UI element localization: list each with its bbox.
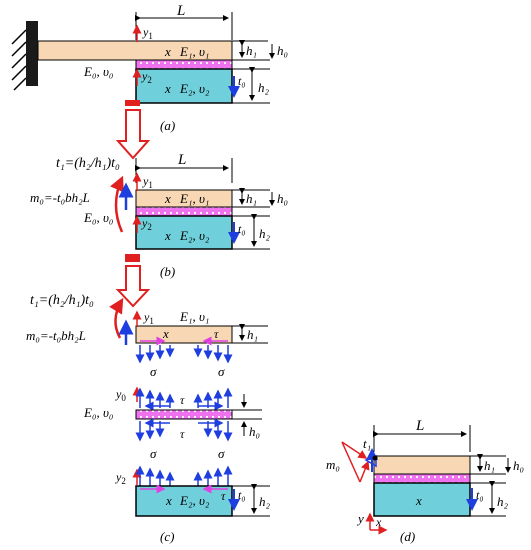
svg-text:x: x bbox=[164, 191, 171, 206]
svg-text:h₁: h₁ bbox=[246, 191, 257, 206]
svg-text:E₀, υ₀: E₀, υ₀ bbox=[83, 210, 113, 225]
svg-text:y1: y1 bbox=[142, 174, 153, 190]
transition-arrow-ab bbox=[115, 100, 151, 160]
svg-text:h₀: h₀ bbox=[249, 424, 260, 439]
h1-label-a: h₁ bbox=[246, 43, 257, 58]
upper-layer-a bbox=[37, 40, 233, 61]
svg-text:E₀, υ₀: E₀, υ₀ bbox=[83, 405, 113, 420]
svg-text:h₀: h₀ bbox=[277, 191, 288, 206]
L-label-b: L bbox=[177, 152, 186, 168]
adhesive-layer-b bbox=[135, 206, 233, 217]
t1-equation-b: t₁=(h₂/h₁)t₀ bbox=[56, 156, 120, 171]
panel-c-label: (c) bbox=[160, 529, 174, 544]
lower-material-a: E₂, υ₂ bbox=[179, 81, 210, 96]
t0-label-a: t₀ bbox=[238, 74, 246, 88]
panel-d-label: (d) bbox=[400, 529, 415, 544]
wall-hatch bbox=[11, 29, 27, 91]
lower-layer-d bbox=[373, 482, 471, 517]
svg-text:t₀: t₀ bbox=[238, 488, 246, 502]
svg-text:σ: σ bbox=[150, 364, 157, 379]
svg-text:τ: τ bbox=[180, 393, 185, 407]
svg-text:x: x bbox=[162, 326, 169, 341]
svg-text:h₂: h₂ bbox=[259, 494, 271, 509]
lower-layer-a bbox=[135, 68, 233, 104]
svg-text:t₀: t₀ bbox=[238, 222, 246, 236]
svg-text:y2: y2 bbox=[141, 216, 152, 232]
upper-material-a: E₁, υ₁ bbox=[179, 44, 209, 59]
adhesive-layer-a bbox=[135, 59, 233, 70]
sigma-arrows-lower bbox=[135, 465, 233, 486]
t1-equation-c: t₁=(h₂/h₁)t₀ bbox=[30, 293, 94, 308]
svg-text:h₀: h₀ bbox=[513, 458, 524, 473]
panel-b-label: (b) bbox=[160, 264, 175, 279]
wall-support bbox=[26, 21, 38, 86]
t1-label-d: t₁ bbox=[363, 436, 371, 451]
panel-c: t₁=(h₂/h₁)t₀ m₀=-t₀bh₂L y1 E₁, υ₁ x τ h₁… bbox=[26, 293, 271, 544]
x-label-a2: x bbox=[164, 81, 171, 96]
svg-text:y: y bbox=[356, 511, 364, 526]
sigma-arrows-upper bbox=[135, 345, 233, 364]
panel-a: L y1 x E₁, υ₁ h₁ h₀ h₂ E₀, υ₀ y2 x E₂, υ… bbox=[11, 3, 288, 133]
svg-text:x: x bbox=[165, 493, 172, 508]
L-label-d: L bbox=[415, 418, 424, 434]
sigma-arrows-adhesive-bottom bbox=[135, 421, 233, 442]
svg-text:σ: σ bbox=[218, 364, 225, 379]
adhesive-layer-c bbox=[135, 409, 233, 420]
svg-text:y2: y2 bbox=[115, 470, 126, 486]
svg-text:t₀: t₀ bbox=[476, 488, 484, 502]
svg-text:h₂: h₂ bbox=[259, 226, 271, 241]
svg-text:τ: τ bbox=[180, 427, 185, 441]
x-label-a1: x bbox=[164, 44, 171, 59]
svg-text:h₁: h₁ bbox=[484, 458, 495, 473]
svg-text:x: x bbox=[375, 515, 382, 529]
svg-text:E₂, υ₂: E₂, υ₂ bbox=[179, 228, 210, 243]
m0-equation-c: m₀=-t₀bh₂L bbox=[26, 328, 86, 343]
svg-text:x: x bbox=[164, 228, 171, 243]
svg-text:E₂, υ₂: E₂, υ₂ bbox=[179, 493, 210, 508]
h2-label-a: h₂ bbox=[258, 80, 270, 95]
lower-layer-b bbox=[135, 215, 233, 250]
moment-arrow-b bbox=[110, 175, 124, 233]
L-label-a: L bbox=[176, 3, 185, 19]
svg-text:h₂: h₂ bbox=[497, 494, 509, 509]
svg-text:y0: y0 bbox=[115, 387, 126, 403]
svg-text:h₁: h₁ bbox=[247, 327, 258, 342]
svg-text:σ: σ bbox=[150, 446, 157, 461]
m0-equation-b: m₀=-t₀bh₂L bbox=[30, 190, 90, 205]
panel-b: t₁=(h₂/h₁)t₀ m₀=-t₀bh₂L L y1 x E₁, υ₁ h₁… bbox=[30, 152, 288, 279]
transition-arrow-bc bbox=[115, 254, 151, 308]
m0-label-d: m₀ bbox=[326, 457, 340, 472]
svg-text:E₁, υ₁: E₁, υ₁ bbox=[179, 309, 209, 324]
svg-text:τ: τ bbox=[214, 327, 219, 341]
panel-a-label: (a) bbox=[160, 118, 175, 133]
lower-layer-c bbox=[135, 485, 233, 517]
svg-text:y1: y1 bbox=[142, 25, 153, 41]
panel-d: L x t₀ h₁ h₀ h₂ t₁ m₀ y x (d) bbox=[326, 418, 524, 544]
svg-text:y2: y2 bbox=[141, 69, 152, 85]
svg-text:σ: σ bbox=[218, 446, 225, 461]
svg-text:E₁, υ₁: E₁, υ₁ bbox=[179, 191, 209, 206]
upper-layer-d bbox=[373, 455, 471, 475]
h0-label-a: h₀ bbox=[277, 43, 288, 58]
adhesive-layer-d bbox=[373, 473, 471, 484]
adhesive-material-a: E₀, υ₀ bbox=[83, 64, 113, 79]
svg-text:x: x bbox=[415, 493, 422, 508]
svg-text:y1: y1 bbox=[143, 310, 154, 326]
svg-text:τ: τ bbox=[221, 489, 226, 503]
